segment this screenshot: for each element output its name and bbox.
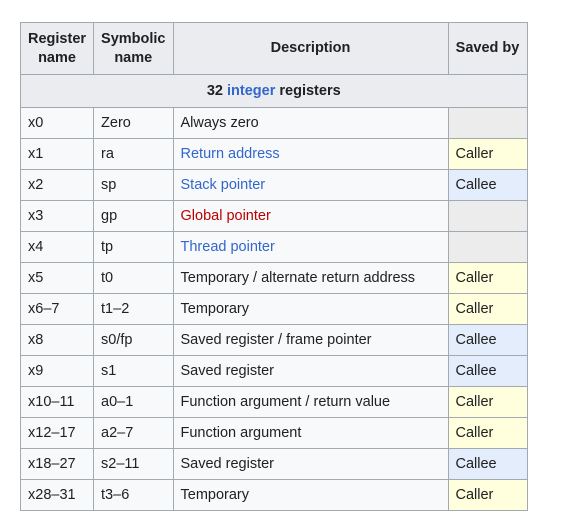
- register-table: Register name Symbolic name Description …: [19, 22, 528, 511]
- register-name-cell: x5: [19, 262, 95, 294]
- register-name-cell: x3: [19, 200, 95, 232]
- saved-by-cell: [447, 231, 528, 263]
- symbolic-name-cell: a2–7: [93, 417, 174, 449]
- symbolic-name-cell: s0/fp: [93, 324, 174, 356]
- symbolic-name-cell: s1: [93, 355, 174, 387]
- description-cell: Function argument / return value: [172, 386, 449, 418]
- description-cell: Saved register / frame pointer: [172, 324, 449, 356]
- register-name-cell: x10–11: [19, 386, 95, 418]
- register-name-cell: x28–31: [19, 479, 95, 511]
- description-cell: Return address: [172, 138, 449, 170]
- saved-by-cell: Caller: [447, 479, 528, 511]
- register-name-cell: x18–27: [19, 448, 95, 480]
- symbolic-name-cell: ra: [93, 138, 174, 170]
- symbolic-name-cell: s2–11: [93, 448, 174, 480]
- register-name-cell: x2: [19, 169, 95, 201]
- description-cell: Function argument: [172, 417, 449, 449]
- description-cell: Saved register: [172, 355, 449, 387]
- header-symbolic-name[interactable]: Symbolic name: [93, 22, 174, 75]
- saved-by-cell: Caller: [447, 417, 528, 449]
- description-cell: Stack pointer: [172, 169, 449, 201]
- header-row: Register name Symbolic name Description …: [19, 22, 528, 75]
- saved-by-cell: Callee: [447, 324, 528, 356]
- description-link[interactable]: Global pointer: [180, 207, 271, 224]
- symbolic-name-cell: tp: [93, 231, 174, 263]
- symbolic-name-cell: sp: [93, 169, 174, 201]
- description-link[interactable]: Stack pointer: [180, 176, 266, 193]
- description-cell: Temporary: [172, 479, 449, 511]
- register-name-cell: x8: [19, 324, 95, 356]
- register-table-container: Register name Symbolic name Description …: [19, 22, 528, 511]
- section-suffix: registers: [279, 82, 341, 99]
- register-name-cell: x0: [19, 107, 95, 139]
- saved-by-cell: Caller: [447, 386, 528, 418]
- saved-by-cell: Caller: [447, 138, 528, 170]
- description-cell: Temporary: [172, 293, 449, 325]
- saved-by-cell: Callee: [447, 355, 528, 387]
- description-cell: Global pointer: [172, 200, 449, 232]
- section-heading: 32 integer registers: [20, 74, 528, 108]
- description-link[interactable]: Return address: [180, 145, 280, 162]
- symbolic-name-cell: a0–1: [93, 386, 174, 418]
- section-prefix: 32: [206, 82, 223, 99]
- saved-by-cell: Callee: [447, 169, 528, 201]
- saved-by-cell: Callee: [447, 448, 528, 480]
- description-link[interactable]: Thread pointer: [180, 238, 275, 255]
- symbolic-name-cell: t1–2: [93, 293, 174, 325]
- table-header: Register name Symbolic name Description …: [19, 22, 528, 75]
- saved-by-cell: Caller: [447, 293, 528, 325]
- description-cell: Thread pointer: [172, 231, 449, 263]
- register-name-cell: x9: [19, 355, 95, 387]
- header-register-name[interactable]: Register name: [19, 22, 95, 75]
- symbolic-name-cell: Zero: [93, 107, 174, 139]
- register-name-cell: x12–17: [19, 417, 95, 449]
- integer-link[interactable]: integer: [227, 82, 276, 99]
- description-cell: Saved register: [172, 448, 449, 480]
- header-description[interactable]: Description: [172, 22, 449, 75]
- description-cell: Always zero: [172, 107, 449, 139]
- register-name-cell: x6–7: [19, 293, 95, 325]
- register-name-cell: x4: [19, 231, 95, 263]
- description-cell: Temporary / alternate return address: [172, 262, 449, 294]
- header-saved-by[interactable]: Saved by: [447, 22, 528, 75]
- saved-by-cell: [447, 107, 528, 139]
- symbolic-name-cell: t3–6: [93, 479, 174, 511]
- symbolic-name-cell: gp: [93, 200, 174, 232]
- symbolic-name-cell: t0: [93, 262, 174, 294]
- saved-by-cell: Caller: [447, 262, 528, 294]
- register-name-cell: x1: [19, 138, 95, 170]
- saved-by-cell: [447, 200, 528, 232]
- section-row: 32 integer registers: [20, 74, 528, 108]
